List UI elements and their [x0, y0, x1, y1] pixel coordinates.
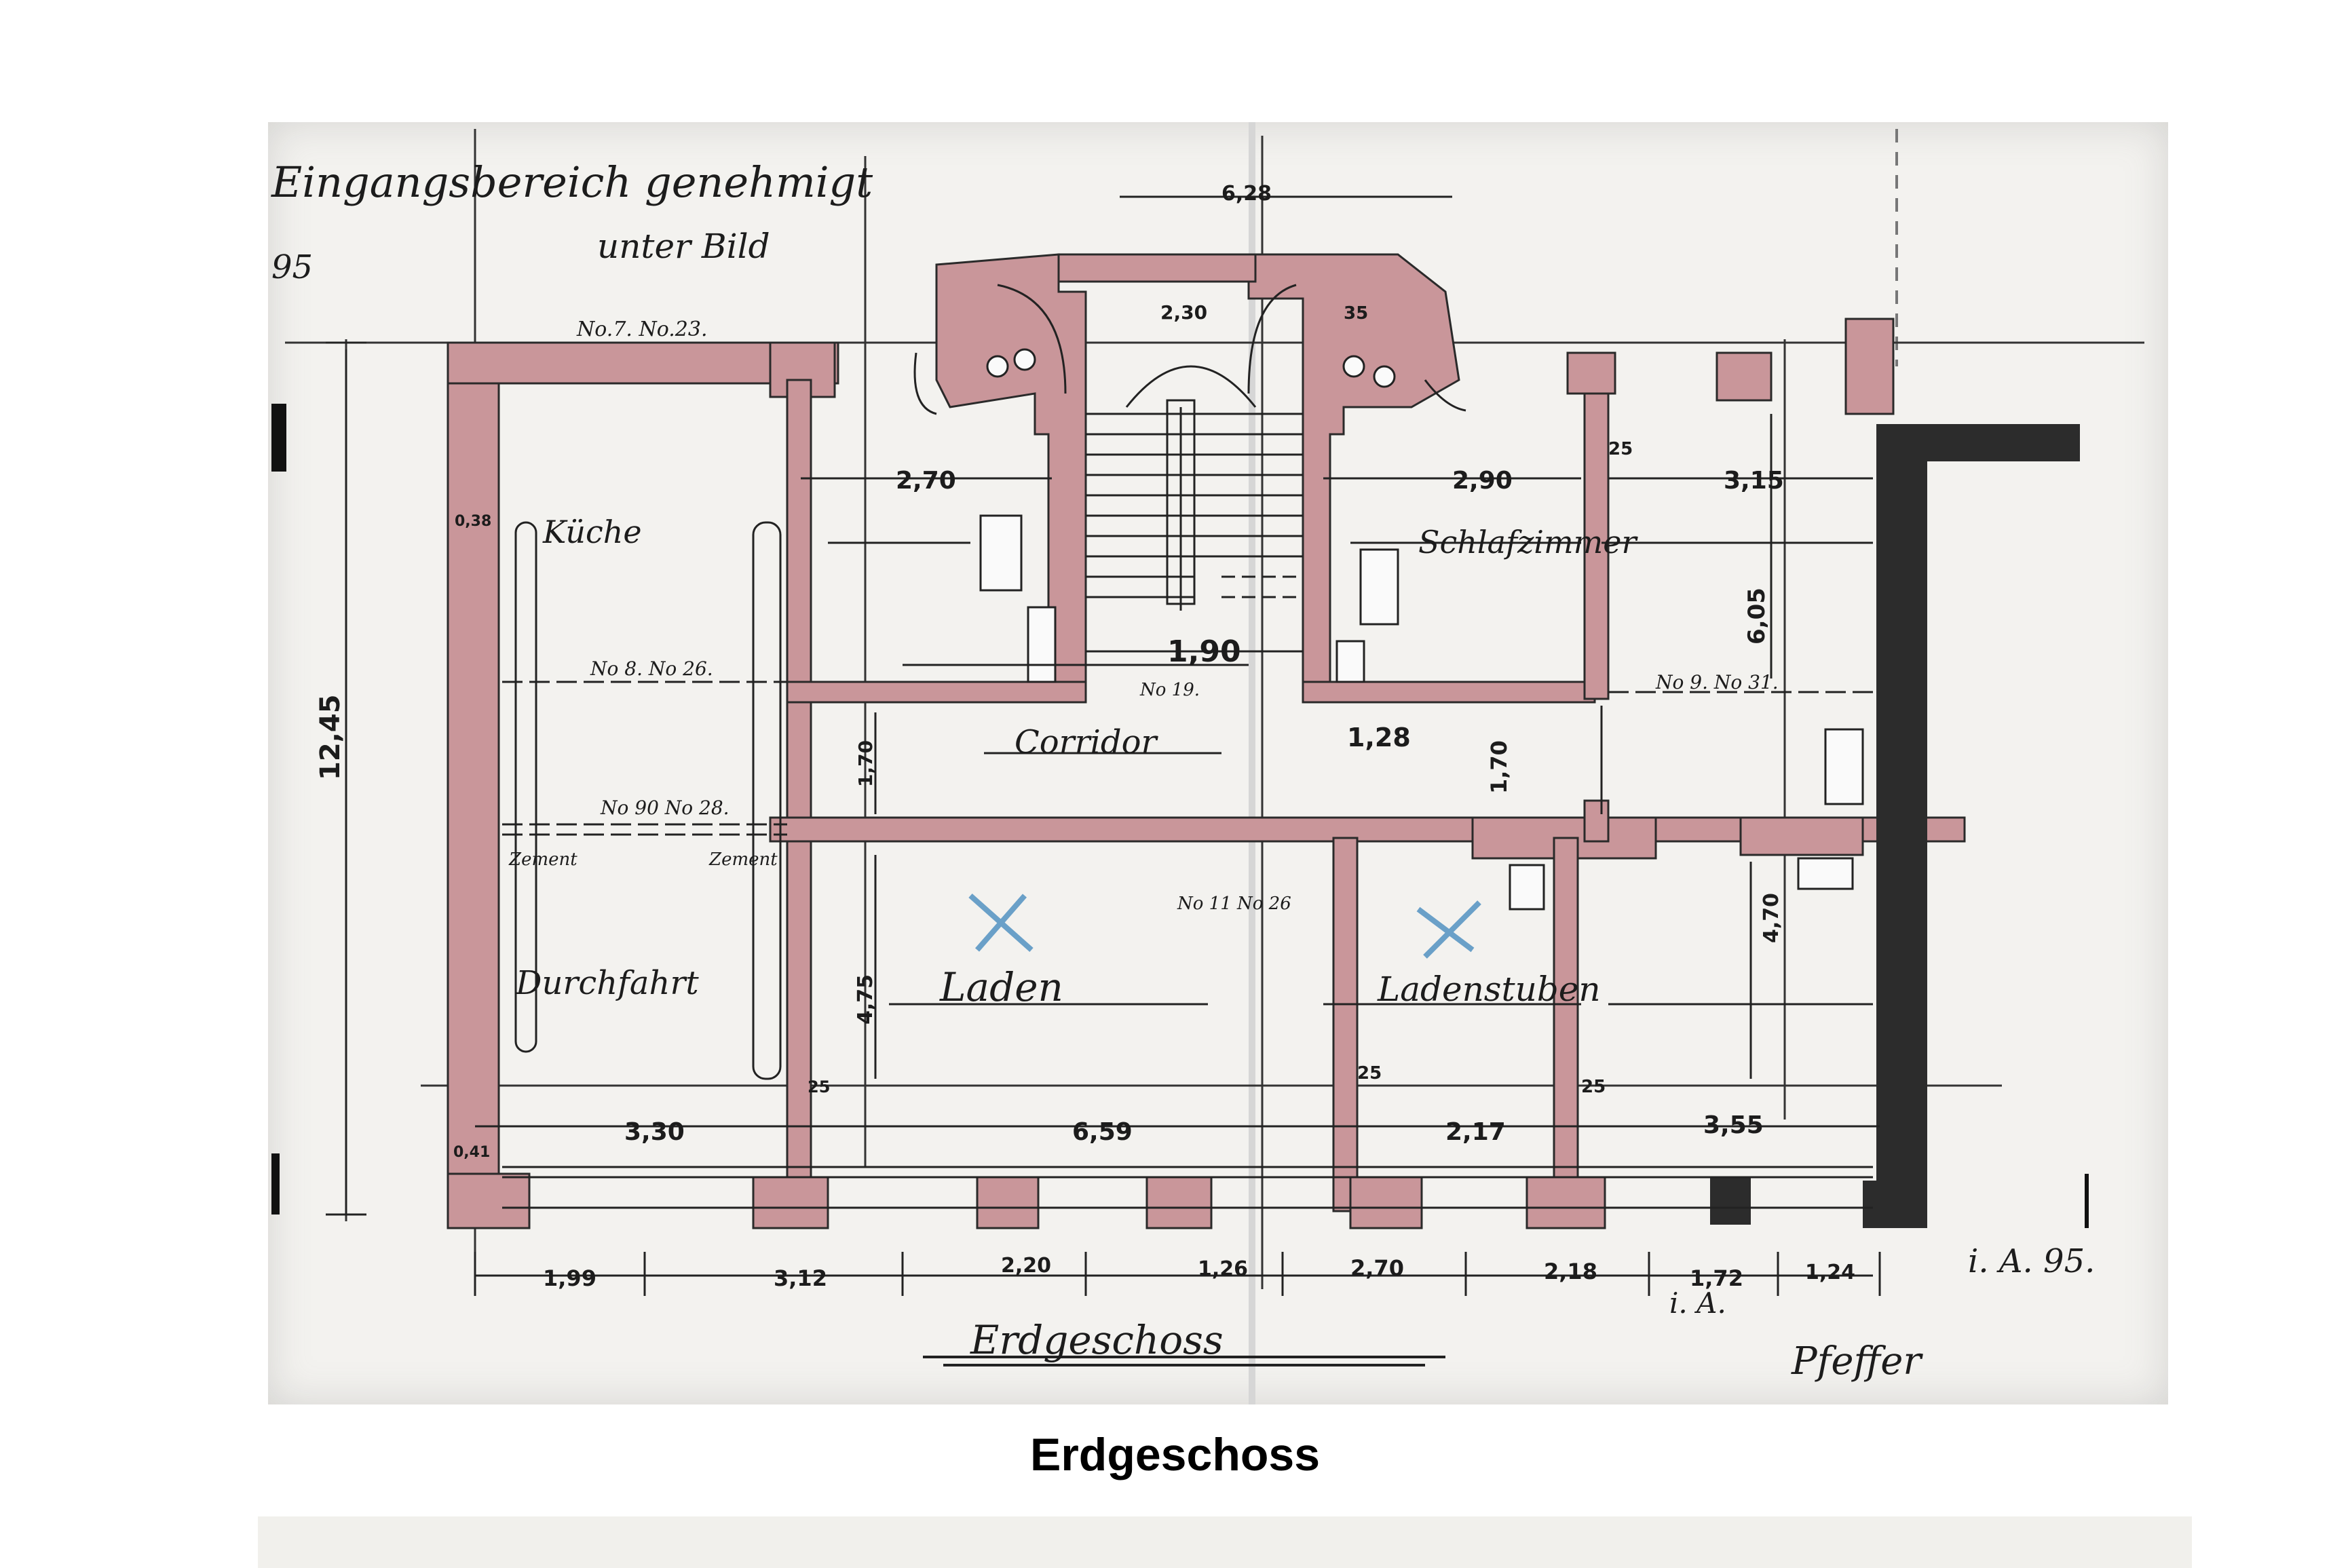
room-label-durchfahrt: Durchfahrt — [515, 964, 699, 1002]
dim-bottom-6: 2,18 — [1544, 1259, 1597, 1284]
dim-wall-25-c: 25 — [1581, 1077, 1606, 1097]
dim-bottom-1: 1,99 — [543, 1265, 596, 1291]
front-pier-6 — [1525, 1176, 1606, 1229]
dim-kueche-width: 2,70 — [896, 467, 956, 495]
signature-3: Pfeffer — [1791, 1339, 1923, 1383]
wall-kitchen-bottom — [786, 681, 1087, 704]
dim-bottom-3: 2,20 — [1001, 1254, 1051, 1278]
wall-stair-right — [1247, 253, 1460, 700]
window-left — [514, 521, 537, 1053]
note-zement-right: Zement — [708, 849, 778, 870]
window-stair-l — [997, 284, 1067, 394]
dim-wall-35: 35 — [1344, 303, 1368, 324]
wall-ladenstuben-right — [1553, 837, 1579, 1212]
room-label-kueche: Küche — [542, 514, 642, 550]
dim-laden-height: 4,75 — [854, 974, 877, 1025]
fixtures — [979, 348, 1864, 911]
dim-front-1: 3,30 — [624, 1118, 685, 1146]
dimension-lines — [326, 195, 1881, 1296]
page-caption: Erdgeschoss — [1029, 1429, 1321, 1480]
dim-wall-25-d: 25 — [808, 1077, 830, 1096]
title-underline — [923, 1356, 1445, 1366]
wall-stair-top — [1057, 253, 1257, 283]
dim-right-height: 4,70 — [1760, 893, 1783, 943]
room-label-ladenstuben: Ladenstuben — [1377, 970, 1601, 1009]
dim-corridor-width: 1,28 — [1347, 723, 1411, 752]
dim-front-2: 6,59 — [1072, 1118, 1133, 1146]
windows — [514, 284, 1466, 1080]
front-pier-dark — [1710, 1177, 1751, 1225]
front-pier-5 — [1349, 1176, 1423, 1229]
beam-label-1: No 8. No 26. — [590, 657, 713, 680]
note-zement-left: Zement — [508, 849, 577, 870]
sheet-mark-top — [271, 404, 286, 472]
dim-corridor-height: 1,90 — [1167, 634, 1241, 669]
construction-lines — [285, 129, 2144, 1289]
wall-inner-left — [786, 379, 812, 1223]
room-label-laden: Laden — [939, 964, 1063, 1010]
front-pier-4 — [1145, 1176, 1213, 1229]
beam-label-3: No 9. No 31. — [1655, 671, 1779, 693]
wall-left-exterior — [447, 341, 500, 1226]
signature-2: i. A. — [1669, 1286, 1726, 1320]
front-pier-2 — [752, 1176, 829, 1229]
dim-left-width: 0,38 — [455, 513, 491, 530]
wall-bedroom-right — [1583, 358, 1610, 700]
front-pier-3 — [976, 1176, 1040, 1229]
note-top-left: Eingangsbereich genehmigt — [271, 157, 873, 207]
beam-label-2: No 90 No 28. — [600, 797, 729, 819]
beam-label-5: No 19. — [1139, 680, 1200, 700]
blue-pencil-marks — [968, 894, 1481, 959]
fire-wall-horizontal — [1876, 424, 2080, 461]
dim-back-height: 6,05 — [1743, 588, 1770, 645]
dim-schlaf-width: 2,90 — [1452, 467, 1513, 495]
beam-label-4: No 11 No 26 — [1177, 894, 1291, 914]
beam-label-top: No.7. No.23. — [576, 318, 708, 341]
dim-bottom-4: 1,26 — [1198, 1257, 1248, 1281]
sheet-mark-bottom — [271, 1153, 280, 1215]
room-label-schlafzimmer: Schlafzimmer — [1418, 524, 1638, 560]
wall-stair-left — [935, 253, 1087, 700]
staircase — [1086, 365, 1303, 653]
wall-bedroom-bottom — [1302, 681, 1596, 704]
fire-wall — [1710, 424, 2080, 1228]
plan-title-handwritten: Erdgeschoss — [970, 1317, 1224, 1363]
dim-wall-25-a: 25 — [1608, 439, 1633, 459]
dim-top-width: 6,28 — [1221, 182, 1272, 206]
signature-1: i. A. 95. — [1968, 1242, 2095, 1280]
wall-column-4 — [1844, 318, 1895, 415]
window-durchfahrt — [752, 521, 782, 1080]
wall-corridor-right — [1739, 816, 1864, 856]
wall-stub — [1583, 799, 1610, 843]
front-pier-dark-2 — [1863, 1181, 1927, 1228]
dim-left-corridor: 1,70 — [854, 740, 877, 787]
dim-bottom-2: 3,12 — [774, 1265, 827, 1291]
note-top-left-3: 95 — [271, 248, 313, 286]
dim-bottom-8: 1,24 — [1805, 1261, 1855, 1284]
dim-wall-25-b: 25 — [1357, 1063, 1382, 1084]
dim-bottom-7: 1,72 — [1690, 1265, 1743, 1291]
wall-laden-right — [1332, 837, 1359, 1212]
dim-corner: 0,41 — [453, 1144, 490, 1161]
fire-wall-vertical — [1876, 424, 1927, 1225]
dim-stair-landing: 2,30 — [1160, 301, 1207, 324]
dim-front-3: 2,17 — [1445, 1118, 1506, 1146]
front-pier-1 — [447, 1172, 531, 1229]
dim-back-width: 3,15 — [1724, 467, 1784, 495]
window-stair-r — [1247, 284, 1297, 394]
note-top-left-2: unter Bild — [597, 227, 770, 266]
walls — [447, 253, 1966, 1229]
dim-bottom-5: 2,70 — [1350, 1255, 1404, 1281]
dim-front-4: 3,55 — [1703, 1111, 1764, 1139]
wall-column-2 — [1566, 351, 1616, 395]
dim-corridor-vert: 1,70 — [1486, 740, 1512, 794]
wall-column-3 — [1716, 351, 1773, 402]
dim-overall-depth: 12,45 — [315, 694, 346, 780]
next-plan-sheet-edge — [258, 1516, 2192, 1568]
room-label-corridor: Corridor — [1015, 723, 1158, 761]
